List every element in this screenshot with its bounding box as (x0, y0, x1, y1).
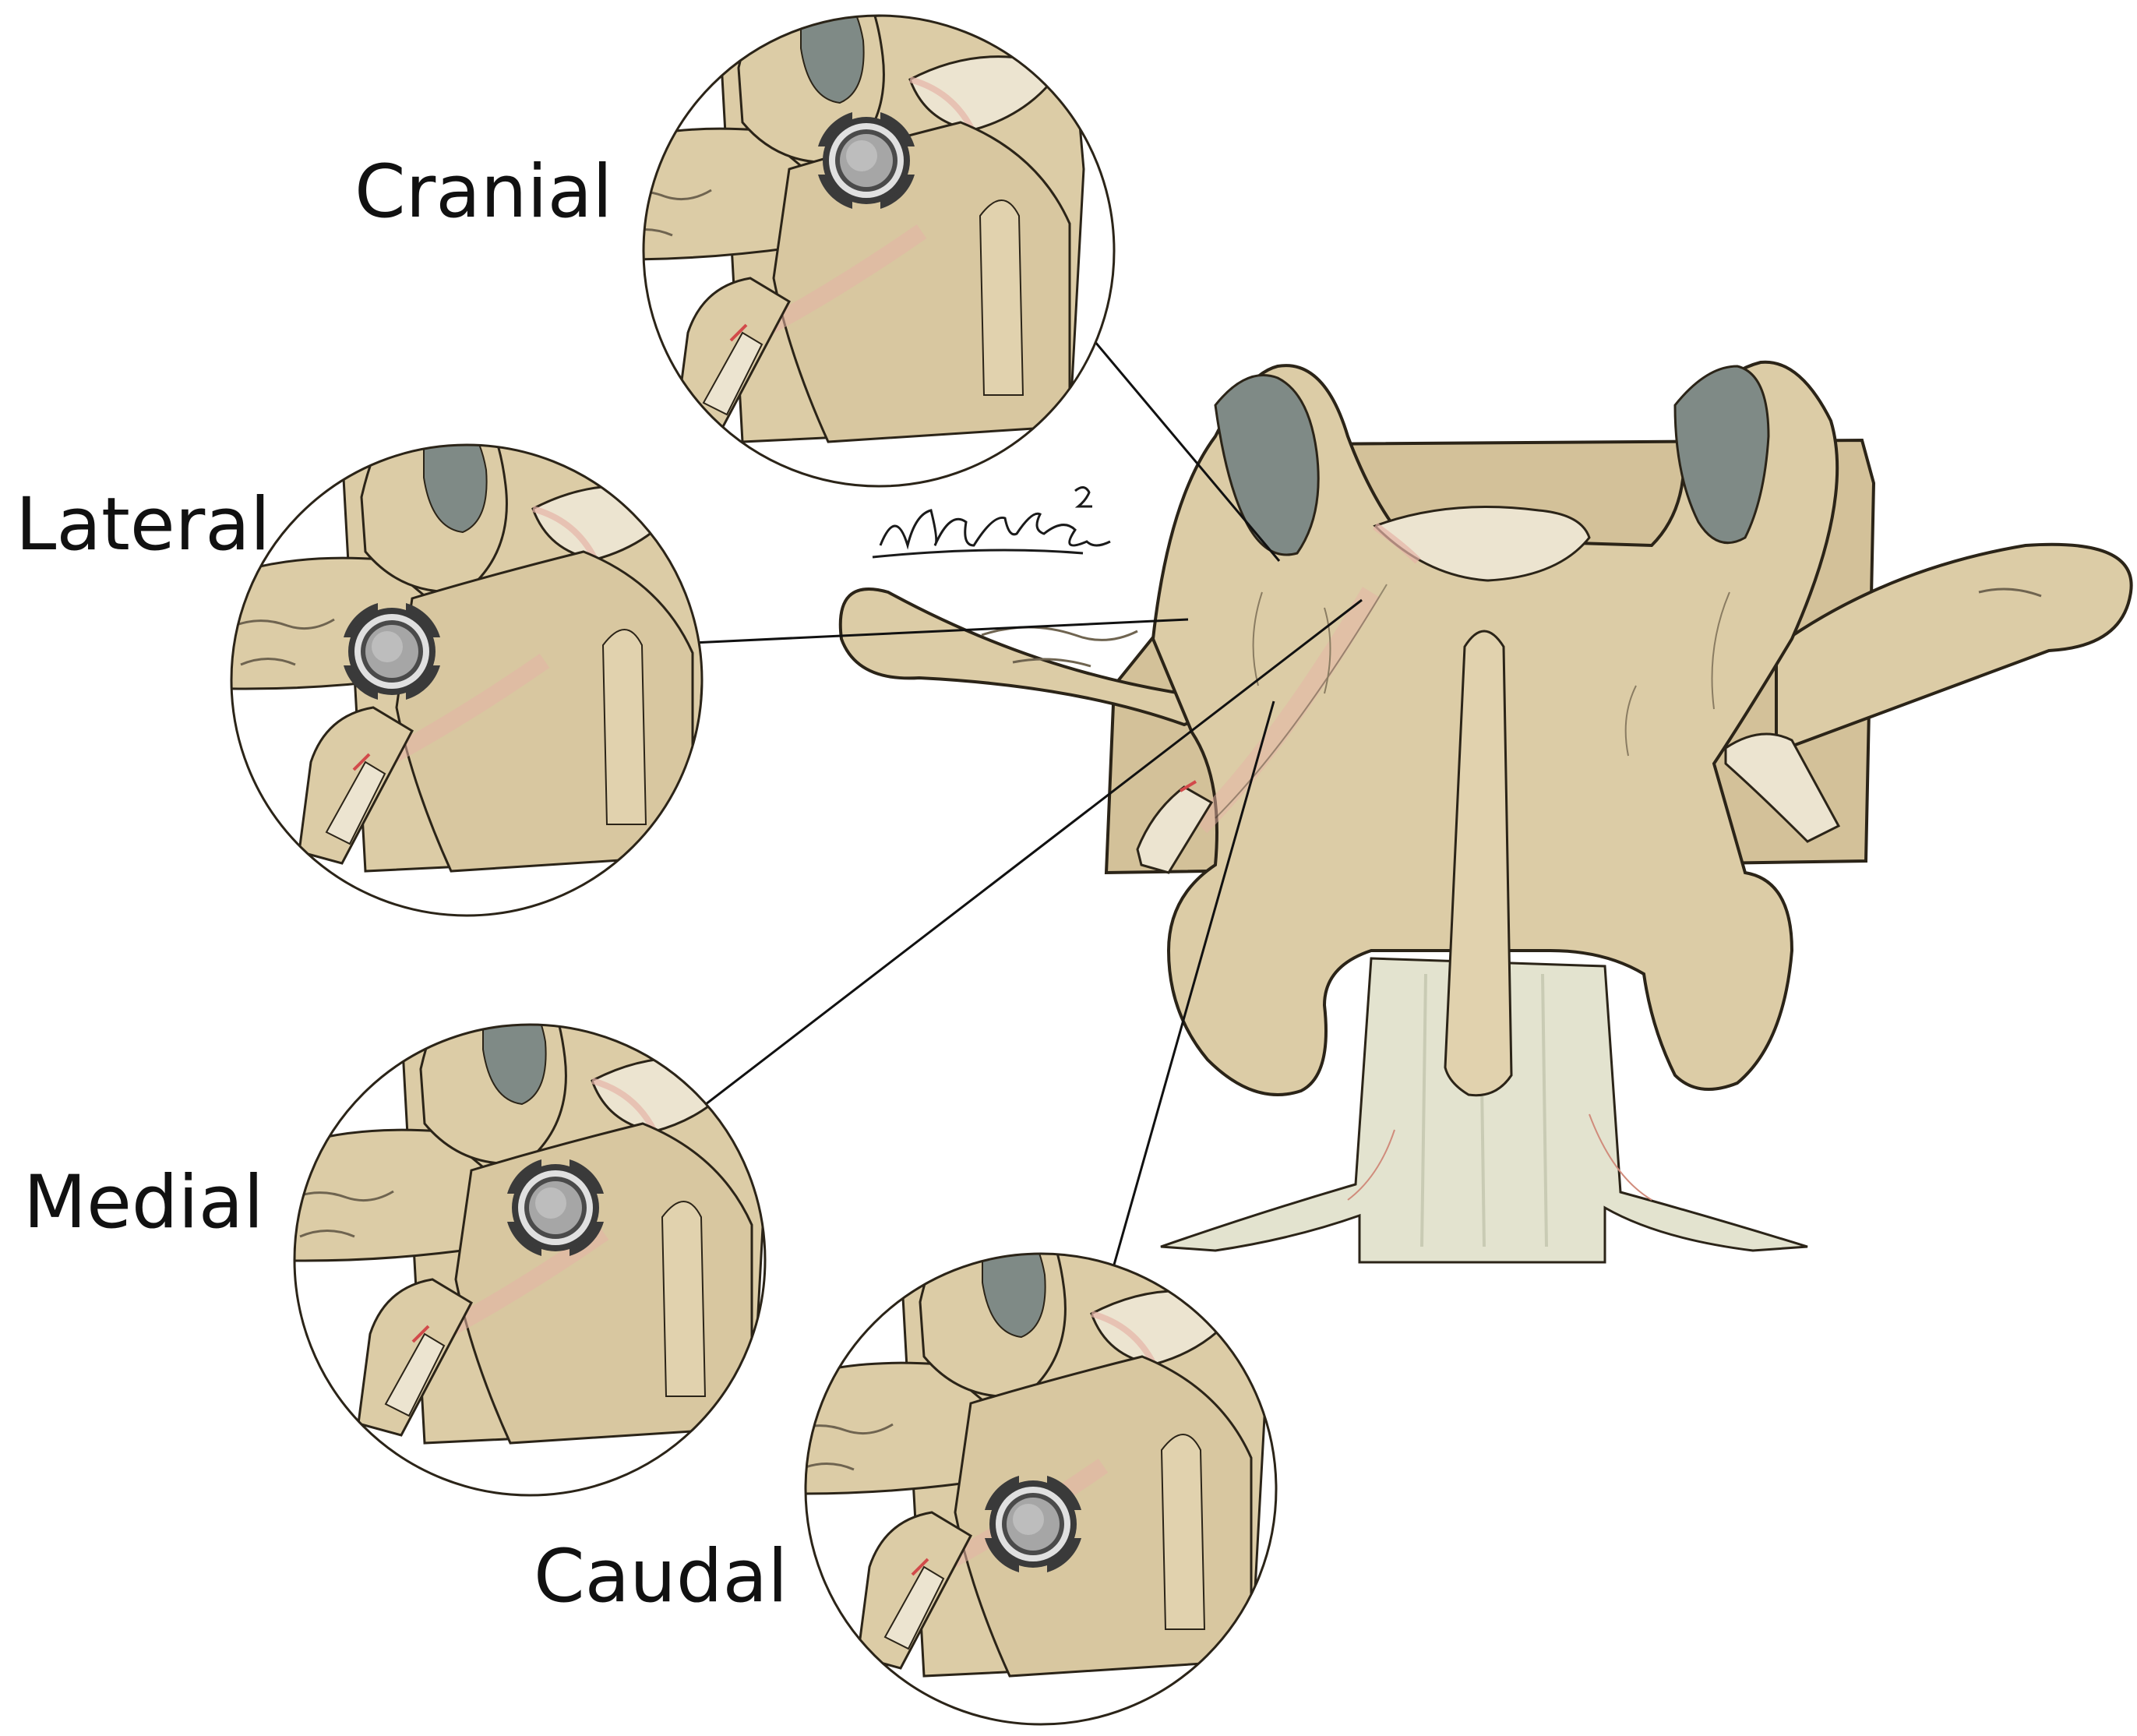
pedicle-screw-icon (818, 112, 915, 209)
pedicle-screw-icon (344, 603, 440, 700)
pedicle-screw-icon (507, 1159, 604, 1256)
pedicle-screw-icon (985, 1476, 1081, 1572)
label-caudal: Caudal (534, 1534, 788, 1619)
disc-face (1373, 506, 1591, 582)
label-medial: Medial (23, 1160, 263, 1245)
spinous-process (1444, 630, 1513, 1097)
label-lateral: Lateral (16, 482, 270, 567)
inset-caudal (804, 1252, 1278, 1726)
main-vertebra (838, 360, 2133, 1264)
label-cranial: Cranial (354, 150, 612, 235)
inset-medial (293, 1023, 767, 1497)
artist-signature (872, 486, 1111, 559)
inset-cranial (642, 14, 1116, 488)
spinal-cord (1160, 957, 1808, 1264)
inset-lateral (230, 443, 704, 917)
